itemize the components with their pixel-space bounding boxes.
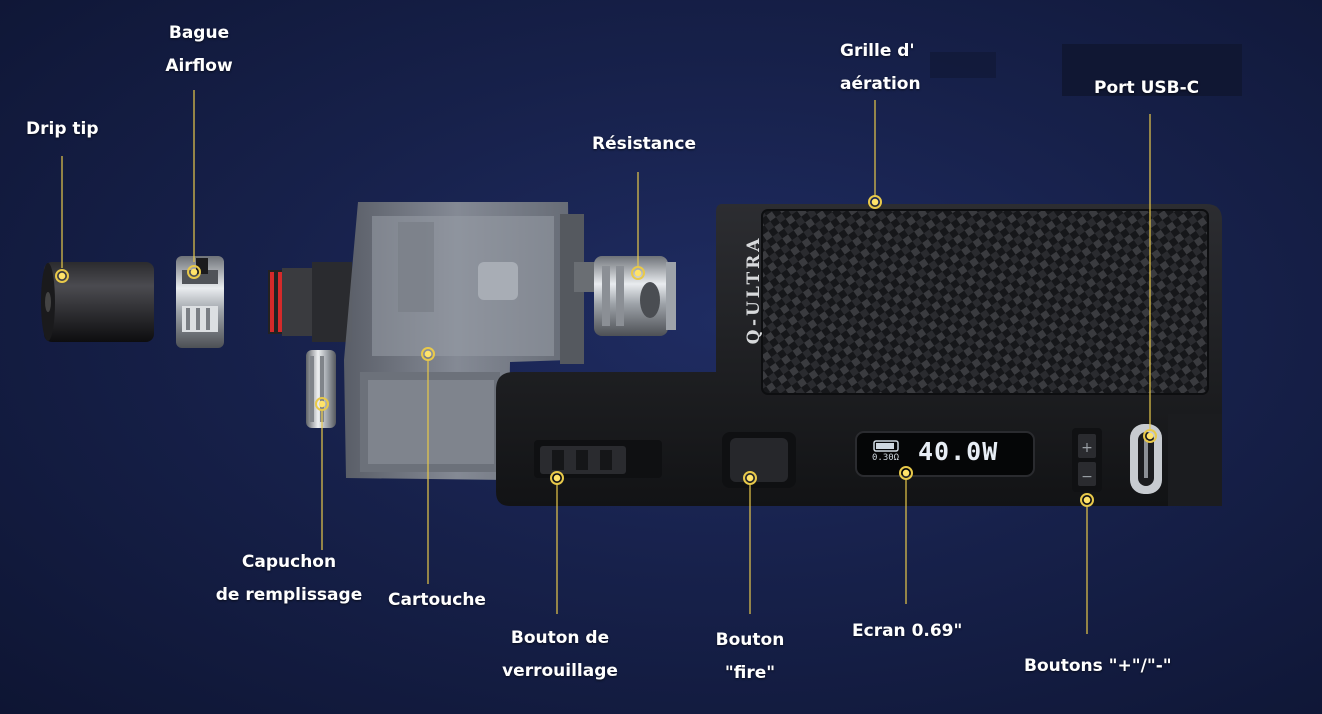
callout-dot-fill-cap — [315, 397, 329, 411]
screen-resistance: 0.30Ω — [872, 453, 900, 463]
connector — [268, 262, 352, 342]
screen-power: 40.0W — [918, 437, 999, 466]
label-airflow-ring: Bague Airflow — [165, 23, 233, 76]
airflow-ring — [176, 256, 224, 348]
device-brand-print: Q-ULTRA — [744, 235, 764, 345]
callout-dot-coil — [631, 266, 645, 280]
label-drip-tip: Drip tip — [26, 119, 99, 139]
label-coil: Résistance — [592, 134, 696, 154]
callout-dot-fire — [743, 471, 757, 485]
label-lock-button: Bouton de verrouillage — [502, 628, 618, 681]
coil — [574, 256, 676, 336]
label-cartridge: Cartouche — [388, 590, 486, 610]
callout-dot-cartridge — [421, 347, 435, 361]
battery-icon — [873, 440, 899, 452]
cartridge-tank — [344, 202, 584, 480]
label-usb-port: Port USB-C — [1094, 78, 1200, 98]
adjust-buttons: + − — [1072, 428, 1102, 492]
oled-screen — [855, 431, 1035, 477]
fire-button — [722, 432, 796, 488]
callout-dot-lock — [550, 471, 564, 485]
callout-dot-vent — [868, 195, 882, 209]
label-screen: Ecran 0.69" — [852, 621, 963, 641]
minus-icon: − — [1081, 469, 1093, 485]
callout-dot-airflow — [187, 265, 201, 279]
lock-slider — [534, 440, 662, 478]
plus-icon: + — [1081, 440, 1093, 456]
callout-dot-screen — [899, 466, 913, 480]
usb-label-backdrop — [1062, 44, 1242, 96]
vent-label-backdrop — [930, 52, 996, 78]
fill-cap — [306, 350, 336, 428]
callout-dot-usb — [1143, 429, 1157, 443]
label-fire-button: Bouton "fire" — [715, 630, 785, 683]
callout-dot-plus-minus — [1080, 493, 1094, 507]
callout-dot-drip-tip — [55, 269, 69, 283]
drip-tip — [41, 262, 154, 342]
label-plus-minus: Boutons "+"/"-" — [1024, 656, 1172, 676]
label-fill-cap: Capuchon de remplissage — [215, 552, 363, 605]
callout-lines — [61, 90, 1151, 634]
mod-body — [496, 204, 1222, 506]
label-vent-grill: Grille d' aération — [840, 41, 921, 94]
